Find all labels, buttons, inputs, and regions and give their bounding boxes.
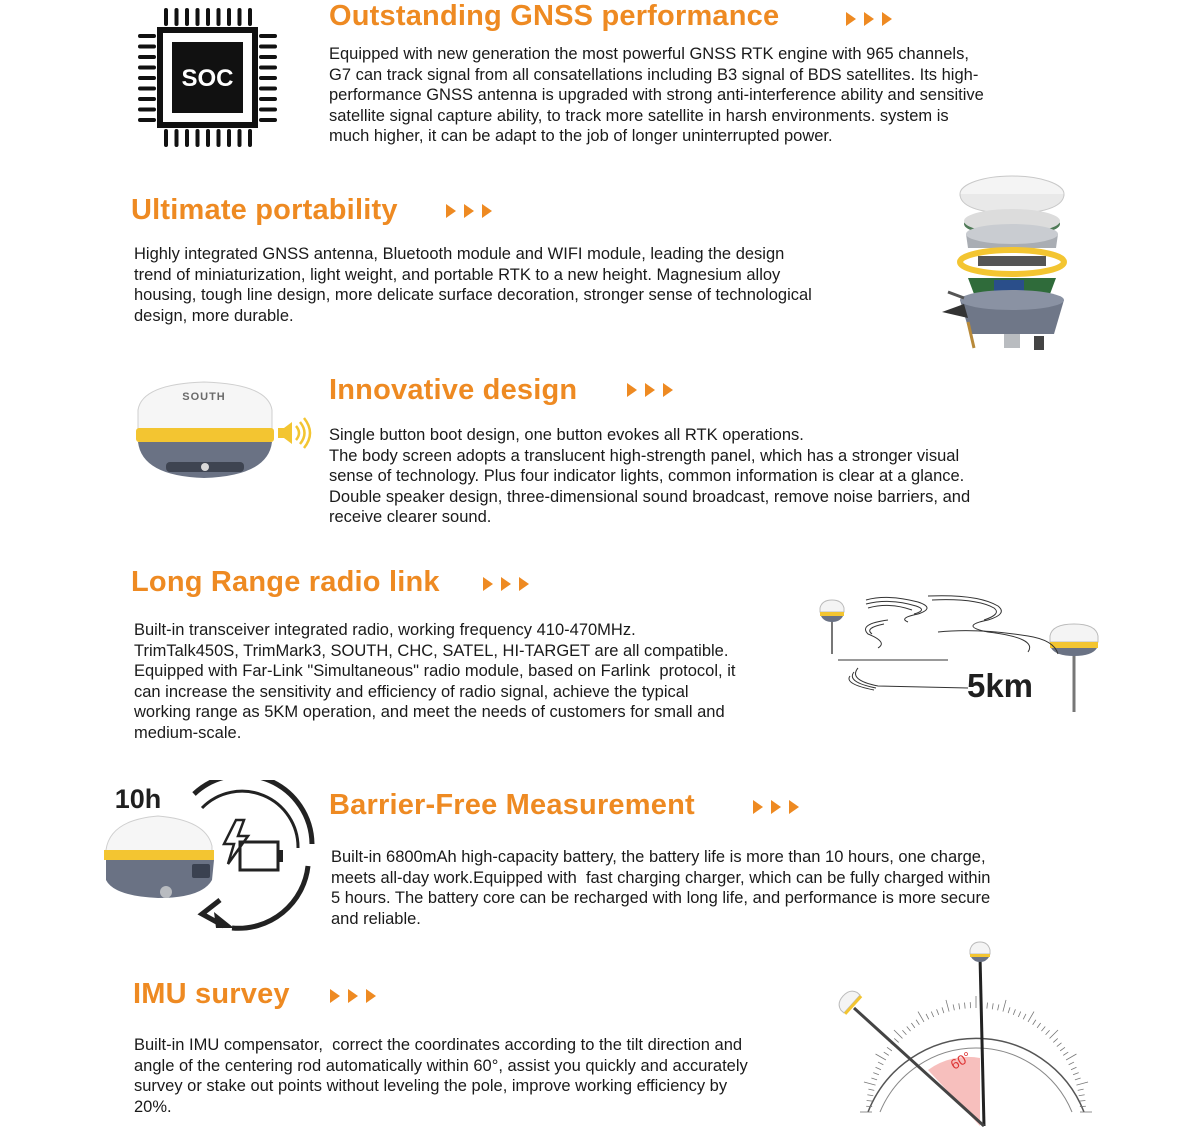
hours-label: 10h <box>115 784 162 814</box>
soc-label: SOC <box>181 65 233 92</box>
section-body: Highly integrated GNSS antenna, Bluetoot… <box>134 245 812 325</box>
receiver-speaker-icon: SOUTH <box>136 381 312 478</box>
arrows-icon <box>753 800 799 814</box>
section-title: Innovative design <box>329 374 578 406</box>
range-label: 5km <box>967 667 1033 704</box>
section-title: Ultimate portability <box>131 194 398 226</box>
brand-label: SOUTH <box>182 391 226 403</box>
soc-chip-icon: SOC <box>138 8 277 147</box>
section-title: Outstanding GNSS performance <box>329 0 780 32</box>
battery-charge-icon: 10h <box>104 780 315 931</box>
section-title: Barrier-Free Measurement <box>329 789 695 821</box>
arrows-icon <box>483 577 529 591</box>
section-body: Built-in IMU compensator, correct the co… <box>134 1036 748 1116</box>
radio-link-icon: 5km <box>819 595 1099 712</box>
arrows-icon <box>627 383 673 397</box>
section-body: Equipped with new generation the most po… <box>329 45 984 146</box>
imu-tilt-icon: 60° <box>838 941 1092 1128</box>
arrows-icon <box>330 989 376 1003</box>
section-body: Built-in transceiver integrated radio, w… <box>134 621 736 742</box>
arrows-icon <box>846 12 892 26</box>
section-title: Long Range radio link <box>131 566 440 598</box>
section-body: Built-in 6800mAh high-capacity battery, … <box>331 848 991 928</box>
section-body: Single button boot design, one button ev… <box>329 426 971 527</box>
section-title: IMU survey <box>133 978 290 1010</box>
exploded-receiver-icon <box>942 175 1067 350</box>
arrows-icon <box>446 204 492 218</box>
